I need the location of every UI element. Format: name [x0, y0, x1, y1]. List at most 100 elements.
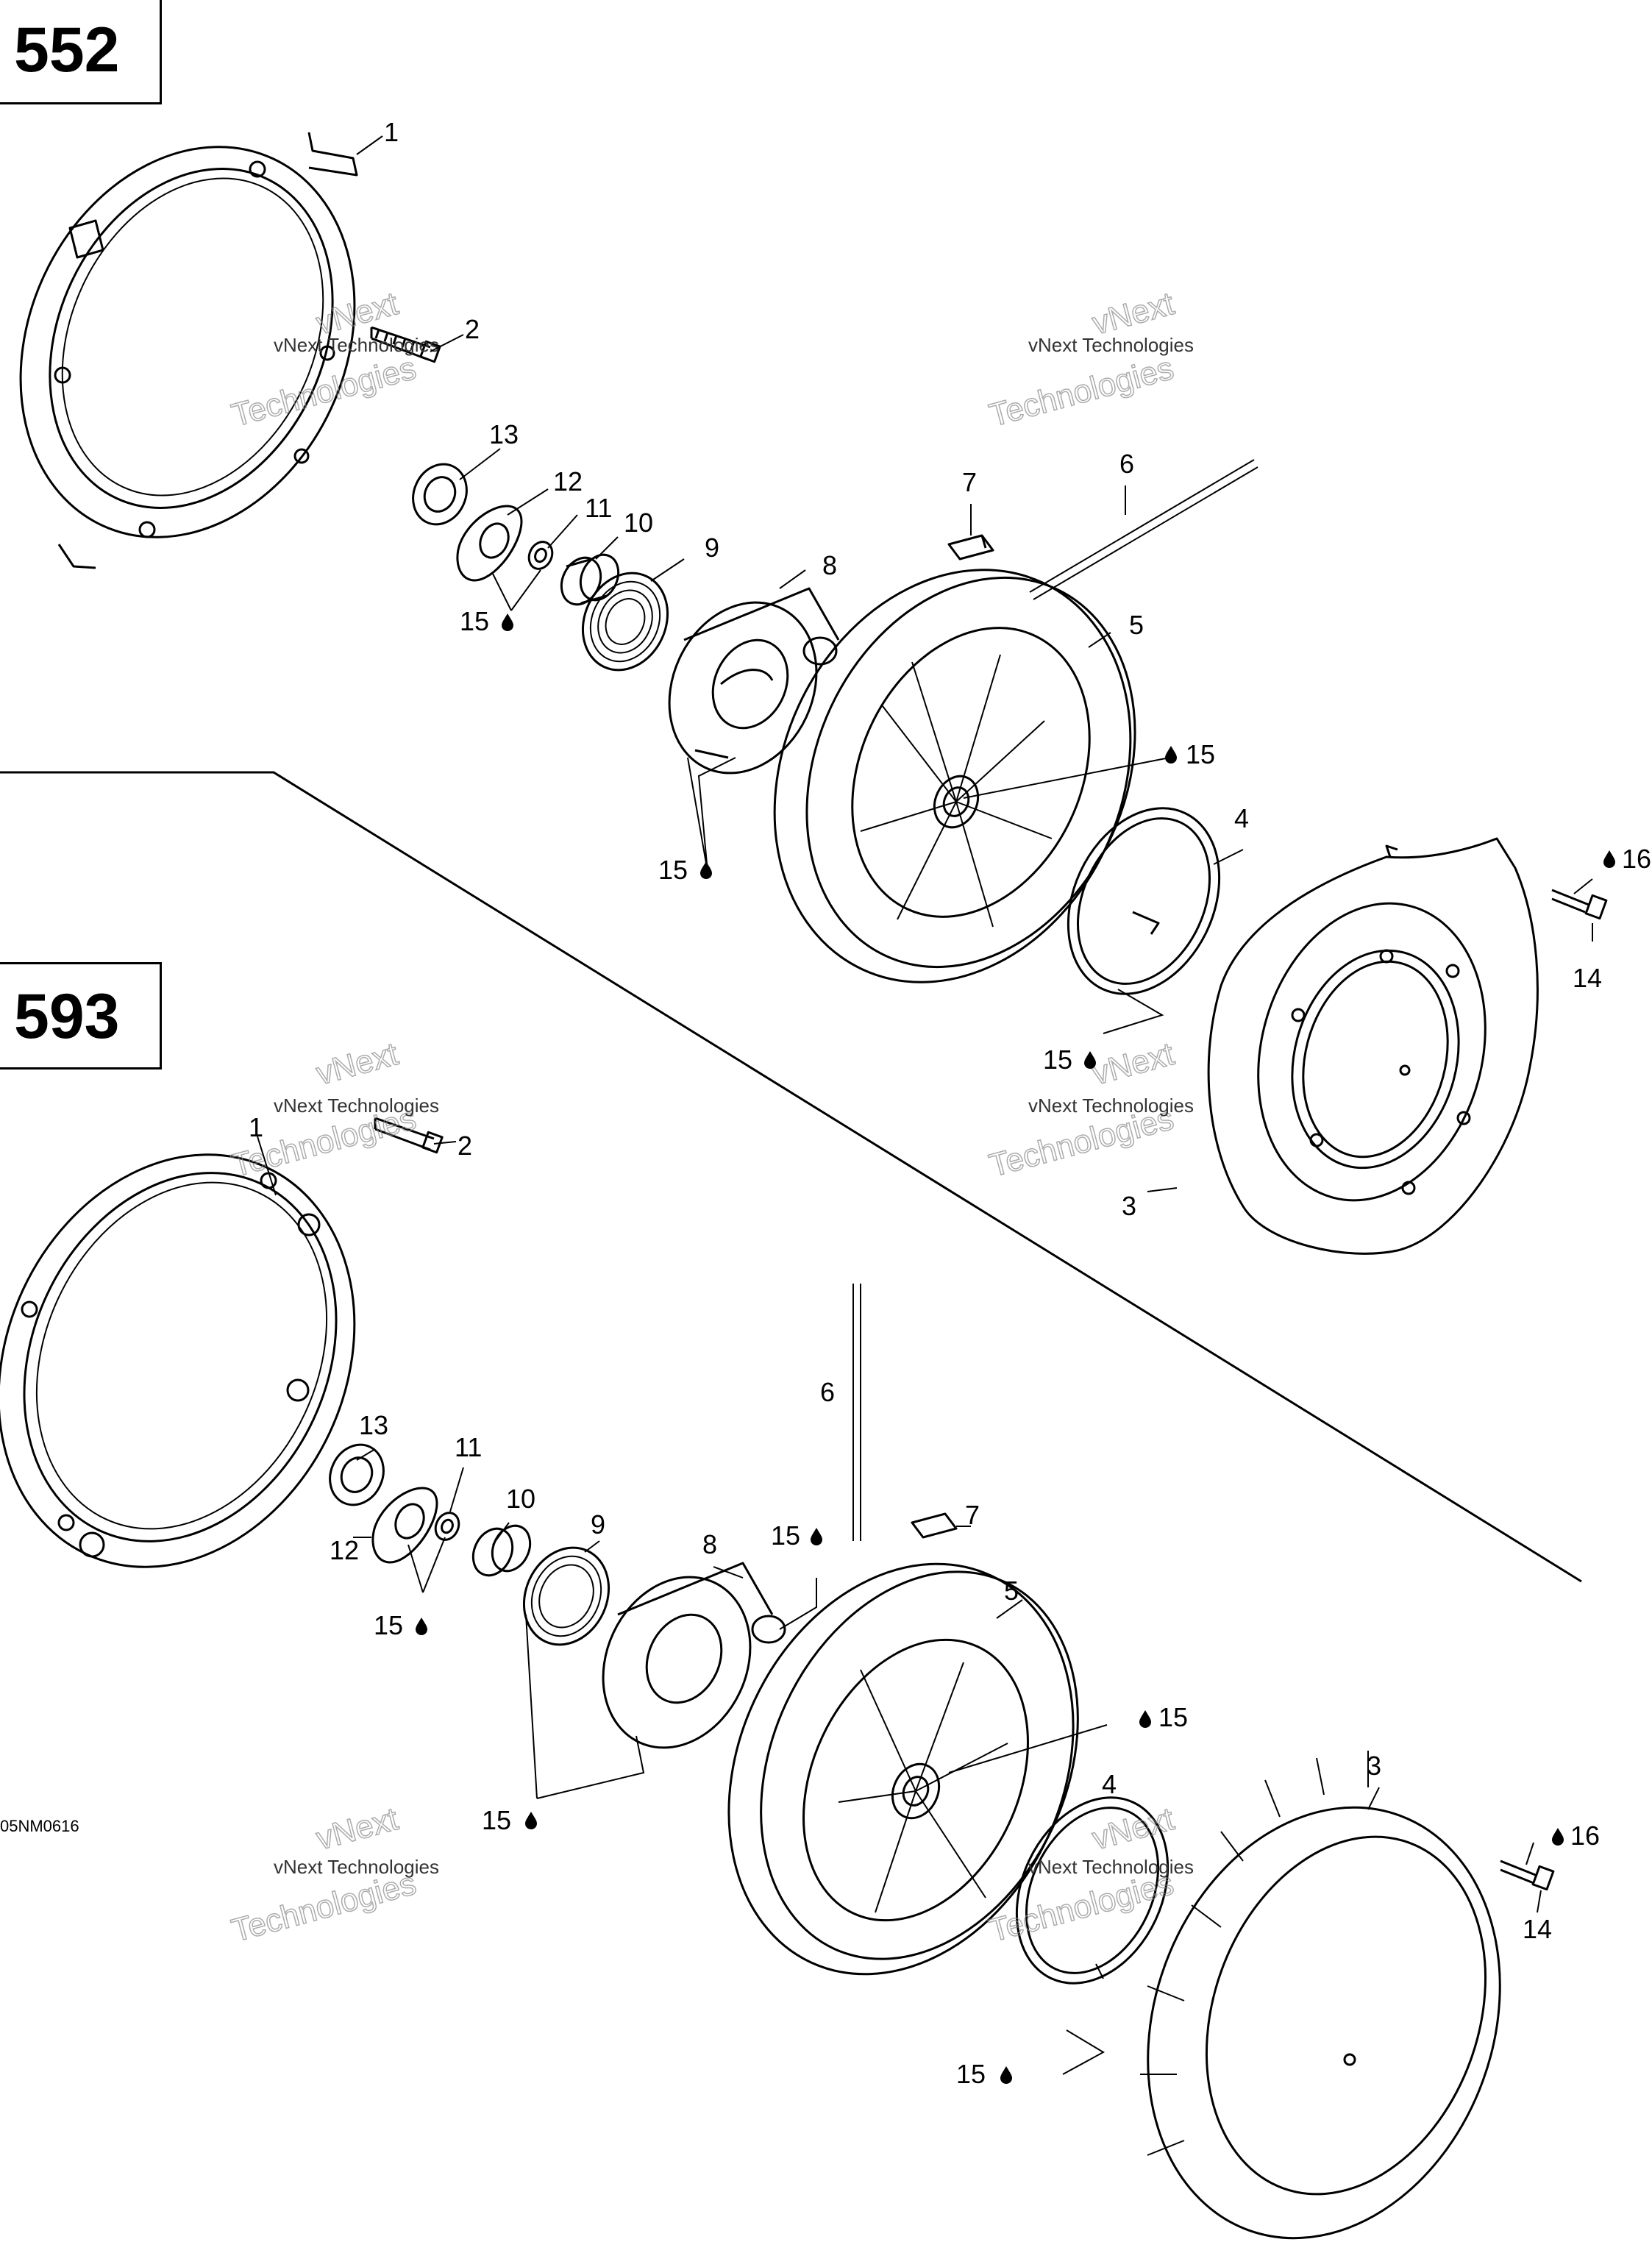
- bolt-14-593: [1500, 1860, 1555, 1891]
- callout-15: 15: [460, 606, 489, 636]
- key-7-552: [947, 534, 994, 560]
- oil-drop-icon: [416, 1618, 427, 1635]
- watermark-line-3: vNext Technologies: [274, 1095, 439, 1117]
- bushing-10-593: [471, 1524, 532, 1577]
- engine-552-label: 552: [14, 15, 120, 85]
- pulley-5-593: [727, 1562, 1079, 1976]
- oil-drop-icon: [1603, 850, 1615, 868]
- watermark-line-4: vNext Technologies: [1028, 1095, 1194, 1117]
- oil-drop-icon: [525, 1812, 537, 1829]
- callout-1: 1: [384, 117, 399, 147]
- callout-5: 5: [1129, 610, 1144, 640]
- plate-12-593: [371, 1487, 438, 1564]
- callout-9: 9: [705, 533, 719, 563]
- callout-3: 3: [1122, 1191, 1136, 1221]
- callout-1: 1: [249, 1112, 263, 1142]
- oil-drop-icon: [700, 861, 712, 879]
- engine-552-box: 552: [0, 0, 162, 104]
- rope-6-593: [852, 1284, 861, 1541]
- watermark-line-1: vNext Technologies: [274, 334, 439, 356]
- engine-593-label: 593: [14, 981, 120, 1052]
- washer-11-552: [527, 541, 554, 570]
- callout-7: 7: [965, 1500, 980, 1530]
- oil-drop-icon: [1552, 1828, 1564, 1846]
- recoil-spring-4-552: [1067, 807, 1221, 995]
- housing-3-552: [1207, 837, 1539, 1255]
- callout-15: 15: [1158, 1702, 1188, 1732]
- callout-7: 7: [962, 467, 977, 497]
- callout-11: 11: [455, 1432, 482, 1462]
- watermarks: vNext Technologies vNext Technologies vN…: [227, 285, 1178, 1949]
- washer-11-593: [434, 1512, 460, 1541]
- callouts-593: 1 2 3 4 5 6 7 8 9 10 11 12 13 14 15 15 1…: [249, 1112, 1600, 2089]
- svg-text:vNext: vNext: [313, 1036, 402, 1092]
- callout-12: 12: [330, 1535, 359, 1565]
- callout-16: 16: [1622, 844, 1651, 874]
- callout-4: 4: [1234, 803, 1249, 833]
- plate-12-552: [456, 505, 523, 582]
- washer-13-593: [329, 1443, 385, 1506]
- callout-10: 10: [506, 1484, 535, 1514]
- callout-3: 3: [1367, 1751, 1381, 1781]
- oil-drop-icon: [811, 1528, 822, 1545]
- oil-drop-icon: [1139, 1710, 1151, 1728]
- callout-15: 15: [658, 855, 688, 885]
- callout-5: 5: [1004, 1576, 1019, 1606]
- svg-text:vNext: vNext: [313, 1801, 402, 1857]
- callout-15: 15: [956, 2059, 986, 2089]
- callout-2: 2: [457, 1131, 472, 1161]
- callout-10: 10: [624, 508, 653, 538]
- callout-8: 8: [822, 550, 837, 580]
- callout-15: 15: [771, 1520, 800, 1551]
- watermark-line-2: vNext Technologies: [1028, 334, 1194, 356]
- section-divider: [0, 771, 1582, 1583]
- housing-3-593: [1140, 1751, 1501, 2240]
- callout-15: 15: [374, 1610, 403, 1640]
- callout-13: 13: [489, 419, 519, 449]
- callout-14: 14: [1523, 1914, 1552, 1944]
- callout-4: 4: [1102, 1769, 1117, 1799]
- callout-15: 15: [482, 1805, 511, 1835]
- bolt-14-552: [1551, 889, 1608, 920]
- callout-6: 6: [1119, 449, 1134, 479]
- starter-ring-552: [19, 132, 358, 569]
- key-7-593: [911, 1512, 958, 1539]
- spring-9-552: [581, 572, 669, 672]
- callout-11: 11: [585, 493, 612, 523]
- rope-6-552: [1029, 459, 1258, 600]
- watermark-line-5: vNext Technologies: [274, 1856, 439, 1878]
- oil-drop-icon: [1000, 2066, 1012, 2084]
- recoil-spring-4-593: [1015, 1796, 1169, 1985]
- callout-15: 15: [1186, 739, 1215, 769]
- pulley-5-552: [773, 569, 1136, 983]
- callout-12: 12: [553, 466, 583, 497]
- spring-9-593: [522, 1546, 610, 1646]
- engine-593-box: 593: [0, 962, 162, 1070]
- assembly-593: [0, 1117, 1555, 2240]
- callout-13: 13: [359, 1410, 388, 1440]
- oil-drop-icon: [1084, 1051, 1096, 1069]
- svg-text:vNext: vNext: [1089, 1036, 1178, 1092]
- callout-2: 2: [465, 314, 480, 344]
- callout-15: 15: [1043, 1045, 1072, 1075]
- stud-593: [374, 1117, 444, 1154]
- callout-16: 16: [1570, 1821, 1600, 1851]
- oil-drop-icon: [502, 613, 513, 631]
- leader-lines: [257, 135, 1593, 2075]
- washer-13-552: [412, 463, 468, 526]
- pawl-cup-8-552: [668, 587, 840, 775]
- callout-14: 14: [1573, 963, 1602, 993]
- pawl-cup-8-593: [602, 1562, 786, 1749]
- assembly-552: [19, 132, 1608, 1255]
- figure-code: 05NM0616: [0, 1817, 79, 1835]
- svg-text:Technologies: Technologies: [986, 350, 1178, 434]
- callouts-552: 1 2 3 4 5 6 7 8 9 10 11 12 13 14 15 15 1…: [384, 117, 1651, 1221]
- watermark-lines: vNext Technologies vNext Technologies vN…: [274, 334, 1194, 1878]
- oil-drop-icon: [1165, 746, 1177, 764]
- watermark-2: vNext Technologies: [985, 285, 1178, 434]
- watermark-line-6: vNext Technologies: [1028, 1856, 1194, 1878]
- callout-6: 6: [820, 1377, 835, 1407]
- callout-8: 8: [702, 1529, 717, 1559]
- stud-552: [370, 326, 441, 363]
